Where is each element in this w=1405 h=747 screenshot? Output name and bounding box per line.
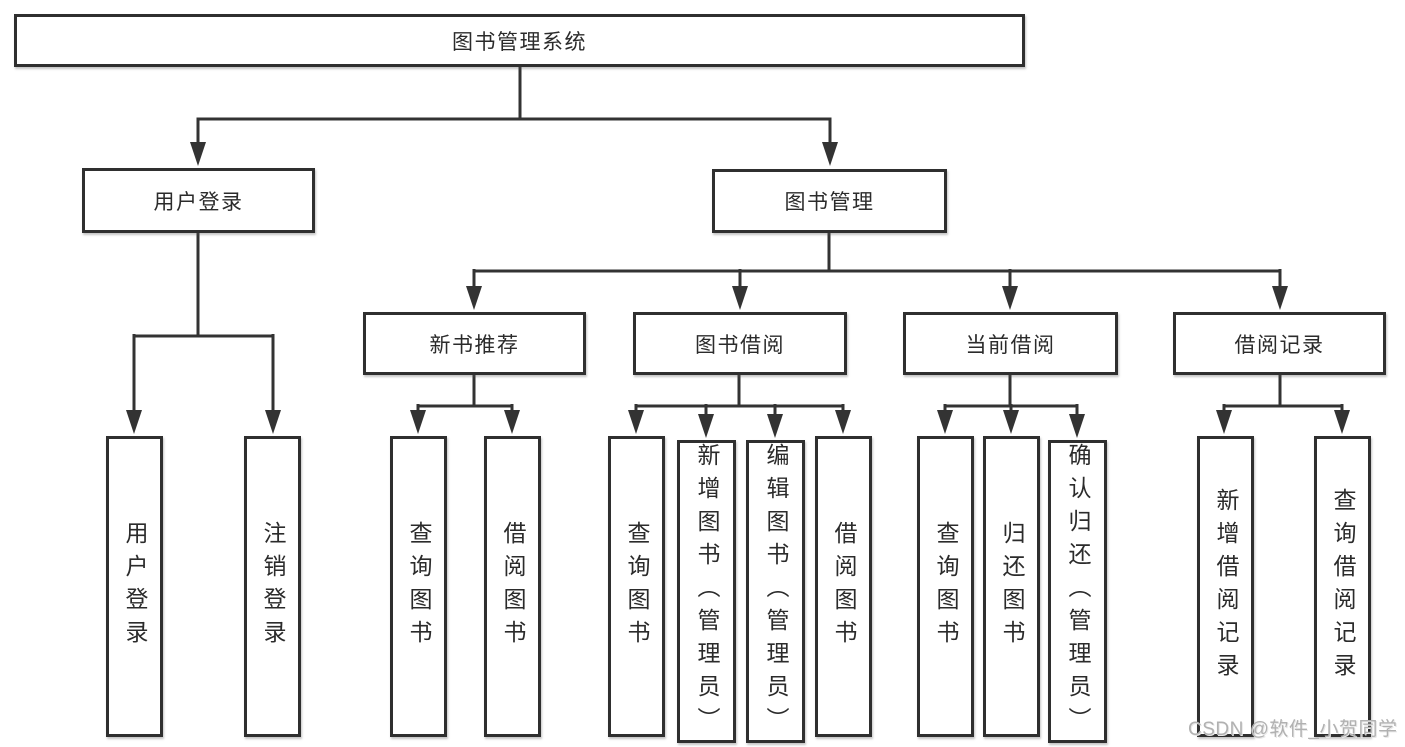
leaf-query-book-current-label: 查询图书 — [933, 520, 959, 653]
leaf-query-book-current: 查询图书 — [917, 436, 974, 737]
leaf-borrow-book-borrow: 借阅图书 — [815, 436, 872, 737]
leaf-add-borrow-record-label: 新增借阅记录 — [1213, 487, 1239, 686]
leaf-query-book-newrec: 查询图书 — [390, 436, 447, 737]
node-book-borrow-label: 图书借阅 — [695, 333, 785, 357]
node-new-book-rec: 新书推荐 — [363, 312, 586, 375]
leaf-edit-book-admin: 编辑图书（管理员） — [746, 440, 805, 743]
node-book-borrow: 图书借阅 — [633, 312, 847, 375]
node-borrow-records: 借阅记录 — [1173, 312, 1386, 375]
node-current-borrow: 当前借阅 — [903, 312, 1118, 375]
node-borrow-records-label: 借阅记录 — [1234, 333, 1325, 357]
node-root: 图书管理系统 — [14, 14, 1025, 67]
leaf-borrow-book-newrec-label: 借阅图书 — [500, 520, 526, 653]
leaf-add-book-admin: 新增图书（管理员） — [677, 440, 736, 743]
leaf-user-login: 用户登录 — [106, 436, 163, 737]
leaf-user-login-label: 用户登录 — [122, 520, 148, 653]
leaf-confirm-return-admin: 确认归还（管理员） — [1048, 440, 1107, 743]
leaf-return-book: 归还图书 — [983, 436, 1040, 737]
leaf-query-book-borrow-label: 查询图书 — [624, 520, 650, 653]
leaf-query-book-newrec-label: 查询图书 — [406, 520, 432, 653]
leaf-query-borrow-record: 查询借阅记录 — [1314, 436, 1371, 737]
node-user-login: 用户登录 — [82, 168, 315, 233]
csdn-watermark: CSDN @软件_小贺同学 — [1188, 719, 1398, 740]
node-new-book-rec-label: 新书推荐 — [429, 333, 520, 357]
leaf-logout-label: 注销登录 — [260, 520, 286, 653]
leaf-edit-book-admin-label: 编辑图书（管理员） — [763, 443, 789, 740]
leaf-borrow-book-borrow-label: 借阅图书 — [831, 520, 857, 653]
node-current-borrow-label: 当前借阅 — [965, 333, 1056, 357]
node-book-mgmt-label: 图书管理 — [784, 191, 875, 214]
leaf-add-book-admin-label: 新增图书（管理员） — [694, 443, 720, 740]
leaf-query-book-borrow: 查询图书 — [608, 436, 665, 737]
leaf-query-borrow-record-label: 查询借阅记录 — [1330, 487, 1356, 686]
leaf-borrow-book-newrec: 借阅图书 — [484, 436, 541, 737]
node-user-login-label: 用户登录 — [153, 190, 244, 214]
node-root-label: 图书管理系统 — [452, 30, 587, 54]
leaf-logout: 注销登录 — [244, 436, 301, 737]
leaf-confirm-return-admin-label: 确认归还（管理员） — [1065, 443, 1091, 740]
leaf-return-book-label: 归还图书 — [999, 520, 1025, 653]
node-book-mgmt: 图书管理 — [712, 169, 947, 233]
leaf-add-borrow-record: 新增借阅记录 — [1197, 436, 1254, 737]
